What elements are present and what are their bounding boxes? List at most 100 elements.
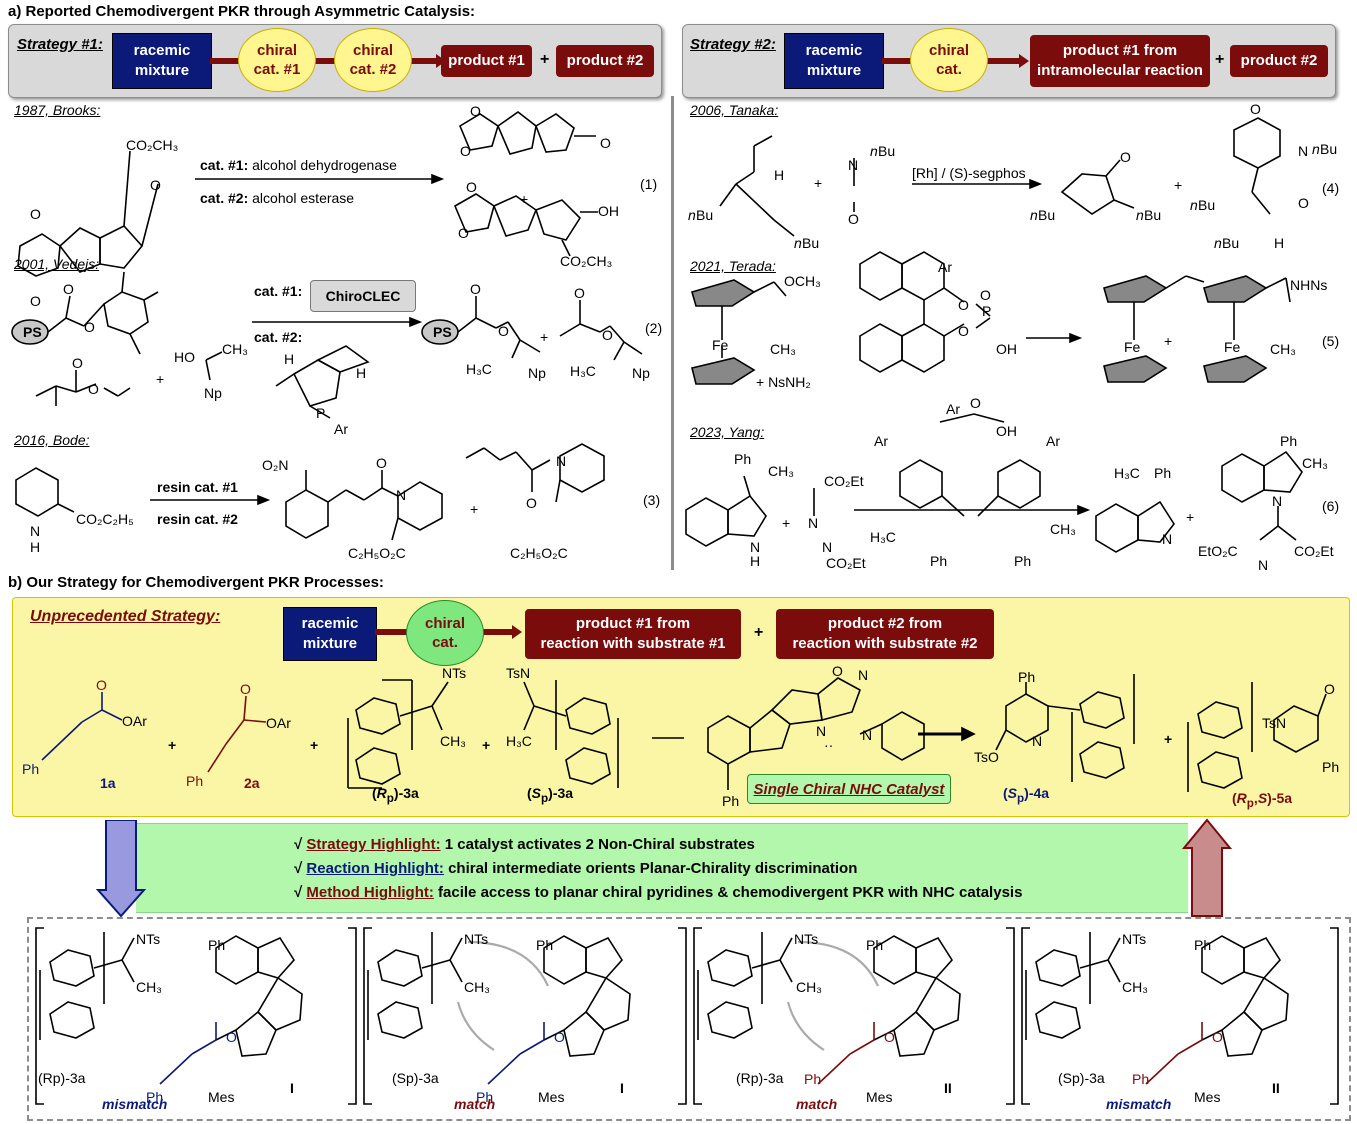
panel1-caption: mismatch	[102, 1096, 168, 1112]
strategy2-plus: +	[1215, 51, 1225, 68]
svg-text:Bu: Bu	[1144, 207, 1161, 223]
triazolium-ring	[1221, 1010, 1263, 1057]
panel2-intermediate: I	[620, 1080, 624, 1096]
eq3-cat2: resin cat. #2	[157, 511, 238, 527]
svg-text:CH₃: CH₃	[136, 979, 162, 995]
svg-text:+: +	[1186, 509, 1194, 525]
ref-tanaka: 2006, Tanaka:	[690, 102, 779, 118]
panel1-intermediate: I	[290, 1080, 294, 1096]
svg-text:H₃C: H₃C	[570, 363, 596, 379]
svg-text:NHNs: NHNs	[1290, 277, 1327, 293]
svg-text:CO₂Et: CO₂Et	[826, 555, 866, 570]
strategy1-arrow-shaft	[210, 58, 440, 64]
svg-text:N: N	[750, 539, 760, 555]
svg-text:O: O	[884, 1029, 895, 1045]
svg-text:OAr: OAr	[266, 715, 291, 731]
section-a-left-structures: CO₂CH₃ O O O O O O O O OH + CO₂CH₃ PS O …	[11, 103, 650, 561]
svg-text:Ph: Ph	[1280, 433, 1297, 449]
svg-text:Ph: Ph	[804, 1071, 821, 1087]
svg-text:OAr: OAr	[122, 713, 147, 729]
svg-text:N: N	[862, 727, 872, 743]
svg-text:O: O	[88, 381, 99, 397]
svg-text:Bu: Bu	[1038, 207, 1055, 223]
svg-text:C₂H₅O₂C: C₂H₅O₂C	[348, 545, 406, 561]
panel1-substrate: (Rp)-3a	[38, 1070, 86, 1086]
svg-text:OH: OH	[598, 203, 619, 219]
svg-text:O: O	[848, 211, 859, 227]
svg-text:N: N	[556, 453, 566, 469]
ref-yang: 2023, Yang:	[690, 424, 765, 440]
single-chiral-nhc-catalyst-label: Single Chiral NHC Catalyst	[747, 774, 951, 804]
svg-text:Ar: Ar	[334, 421, 348, 437]
intermediates-box	[27, 917, 1351, 1121]
strategy1-plus: +	[540, 51, 550, 68]
svg-text:O: O	[1298, 195, 1309, 211]
eq2-number: (2)	[645, 320, 663, 336]
svg-text:CH₃: CH₃	[1050, 521, 1076, 537]
svg-text:O: O	[1212, 1029, 1223, 1045]
svg-text:O₂N: O₂N	[262, 457, 288, 473]
svg-text:H: H	[30, 539, 40, 555]
svg-text:N: N	[1258, 557, 1268, 570]
section-a-title: a) Reported Chemodivergent PKR through A…	[8, 3, 476, 20]
label-1a: 1a	[100, 775, 116, 791]
svg-text:O: O	[376, 455, 387, 471]
svg-text:CH₃: CH₃	[1270, 341, 1296, 357]
svg-text:NTs: NTs	[464, 931, 488, 947]
column-separator	[671, 96, 674, 570]
svg-text:NTs: NTs	[794, 931, 818, 947]
svg-text:Ph: Ph	[476, 1089, 493, 1105]
svg-text:O: O	[526, 495, 537, 511]
svg-text:H₃C: H₃C	[466, 361, 492, 377]
svg-text:Fe: Fe	[712, 337, 729, 353]
highlights-band	[136, 823, 1188, 913]
highlight-method: √ Method Highlight: facile access to pla…	[294, 884, 1023, 901]
svg-text:O: O	[150, 177, 161, 193]
eq5-reagent: + NsNH₂	[756, 374, 811, 390]
svg-text:Bu: Bu	[1320, 141, 1337, 157]
svg-text:Fe: Fe	[1224, 339, 1241, 355]
eq2-cat2-label: cat. #2:	[254, 329, 303, 345]
svg-text:Ph: Ph	[208, 937, 225, 953]
svg-text:n: n	[1030, 207, 1038, 223]
svg-text:Mes: Mes	[538, 1089, 564, 1105]
label-2a: 2a	[244, 775, 260, 791]
svg-text:N: N	[808, 515, 818, 531]
svg-text:Ph: Ph	[866, 937, 883, 953]
eq1-dioxolane-ring	[17, 233, 61, 277]
svg-text:O: O	[1250, 101, 1261, 117]
svg-text:Ph: Ph	[1154, 465, 1171, 481]
cyclophane-lower-ring	[377, 1001, 423, 1039]
eq4-conditions: [Rh] / (S)-segphos	[912, 165, 1026, 181]
svg-text:+: +	[1164, 333, 1172, 349]
svg-text:C₂H₅O₂C: C₂H₅O₂C	[510, 545, 568, 561]
svg-text:CH₃: CH₃	[440, 733, 466, 749]
panel3-caption: match	[796, 1096, 838, 1112]
svg-text:N: N	[858, 667, 868, 683]
svg-text:n: n	[794, 235, 802, 251]
panel3-intermediate: II	[944, 1080, 952, 1096]
unprecedented-strategy-label: Unprecedented Strategy:	[30, 608, 221, 625]
svg-text:O: O	[958, 297, 969, 313]
svg-text:Bu: Bu	[696, 207, 713, 223]
svg-text:H₃C: H₃C	[1114, 465, 1140, 481]
cyclophane-upper-ring	[49, 949, 95, 987]
svg-text:Ph: Ph	[146, 1089, 163, 1105]
label-rp-3a: (Rp)-3a	[372, 785, 419, 805]
svg-text:O: O	[1120, 149, 1131, 165]
eq3-number: (3)	[643, 492, 661, 508]
svg-text:CO₂CH₃: CO₂CH₃	[126, 137, 178, 153]
panel2-caption: match	[454, 1096, 496, 1112]
svg-text:O: O	[980, 287, 991, 303]
eq6-number: (6)	[1322, 498, 1340, 514]
svg-text:CH₃: CH₃	[1122, 979, 1148, 995]
panel4-substrate: (Sp)-3a	[1058, 1070, 1105, 1086]
svg-text:O: O	[226, 1029, 237, 1045]
svg-text:CO₂C₂H₅: CO₂C₂H₅	[76, 511, 134, 527]
ref-terada: 2021, Terada:	[690, 258, 776, 274]
highlight-strategy: √ Strategy Highlight: 1 catalyst activat…	[294, 836, 755, 853]
svg-text:PS: PS	[23, 324, 42, 340]
